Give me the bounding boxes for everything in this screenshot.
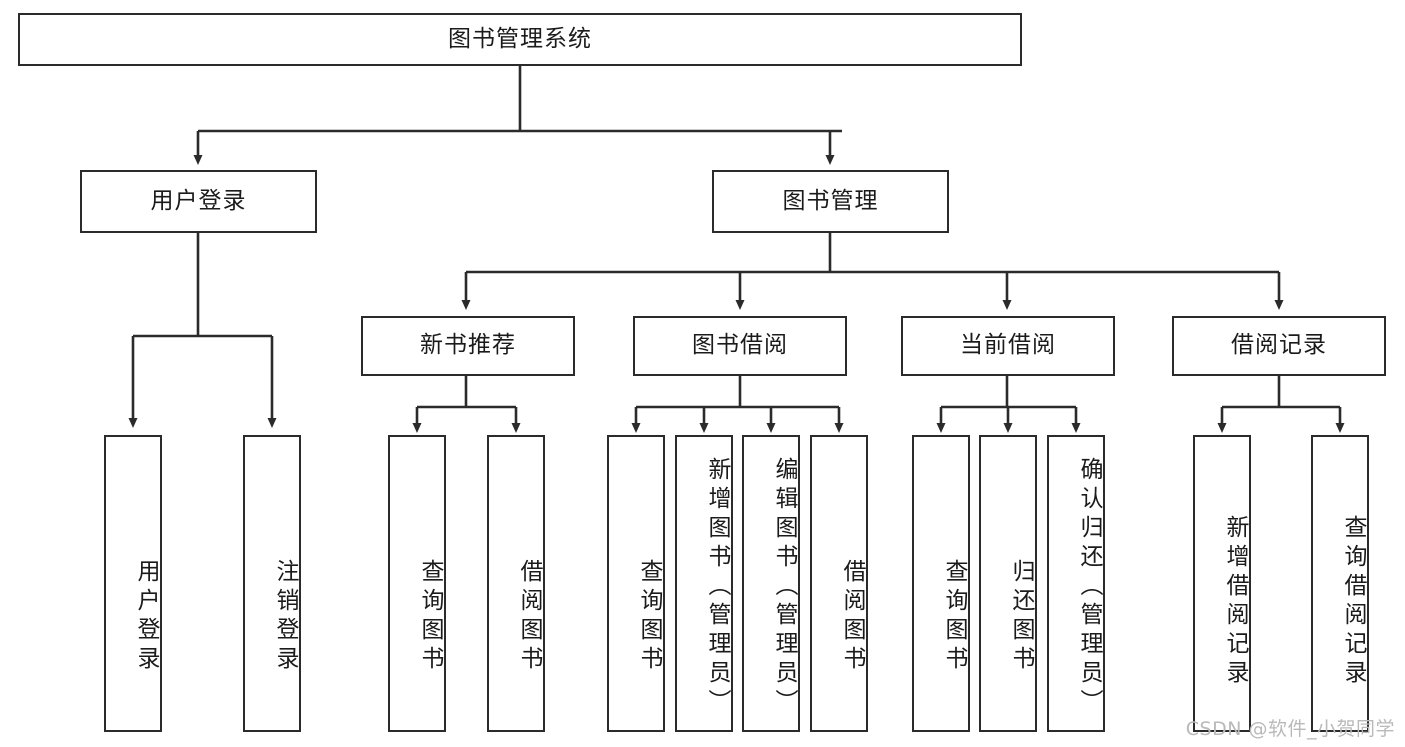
watermark: CSDN @软件_小贺同学 [1185,718,1395,740]
node-user-login-label: 用户登录 [150,187,247,214]
leaf-edit-book[interactable]: 编辑图书（管理员） [742,435,800,732]
node-current-borrow[interactable]: 当前借阅 [901,316,1115,376]
leaf-edit-book-label: 编辑图书（管理员） [771,457,797,718]
leaf-query-book-3-label: 查询图书 [941,558,967,675]
leaf-return-book-label: 归还图书 [1008,558,1034,675]
node-book-manage-label: 图书管理 [782,187,879,214]
leaf-query-book-2[interactable]: 查询图书 [607,435,665,732]
node-current-borrow-label: 当前借阅 [960,332,1056,359]
leaf-query-record-label: 查询借阅记录 [1340,514,1366,689]
leaf-confirm-return[interactable]: 确认归还（管理员） [1047,435,1105,732]
leaf-logout[interactable]: 注销登录 [243,435,301,732]
leaf-add-record-label: 新增借阅记录 [1222,514,1248,689]
leaf-add-book-label: 新增图书（管理员） [704,457,730,718]
leaf-borrow-book-1-label: 借阅图书 [516,558,542,675]
node-book-borrow-label: 图书借阅 [692,332,788,359]
leaf-user-login-label: 用户登录 [133,558,159,675]
leaf-return-book[interactable]: 归还图书 [979,435,1037,732]
node-root[interactable]: 图书管理系统 [18,13,1022,66]
leaf-borrow-book-2-label: 借阅图书 [839,558,865,675]
node-borrow-record-label: 借阅记录 [1231,332,1327,359]
leaf-logout-label: 注销登录 [272,558,298,675]
leaf-borrow-book-1[interactable]: 借阅图书 [487,435,545,732]
leaf-query-book-1[interactable]: 查询图书 [388,435,446,732]
leaf-user-login[interactable]: 用户登录 [104,435,162,732]
leaf-add-record[interactable]: 新增借阅记录 [1193,435,1251,732]
node-book-borrow[interactable]: 图书借阅 [633,316,847,376]
leaf-query-record[interactable]: 查询借阅记录 [1311,435,1369,732]
node-root-label: 图书管理系统 [448,25,592,52]
leaf-add-book[interactable]: 新增图书（管理员） [675,435,733,732]
leaf-query-book-3[interactable]: 查询图书 [912,435,970,732]
node-new-book-recommend-label: 新书推荐 [420,332,516,359]
node-book-manage[interactable]: 图书管理 [712,170,949,233]
node-borrow-record[interactable]: 借阅记录 [1172,316,1386,376]
leaf-confirm-return-label: 确认归还（管理员） [1076,457,1102,718]
leaf-query-book-1-label: 查询图书 [417,558,443,675]
node-new-book-recommend[interactable]: 新书推荐 [361,316,575,376]
node-user-login[interactable]: 用户登录 [80,170,317,233]
leaf-borrow-book-2[interactable]: 借阅图书 [810,435,868,732]
leaf-query-book-2-label: 查询图书 [636,558,662,675]
